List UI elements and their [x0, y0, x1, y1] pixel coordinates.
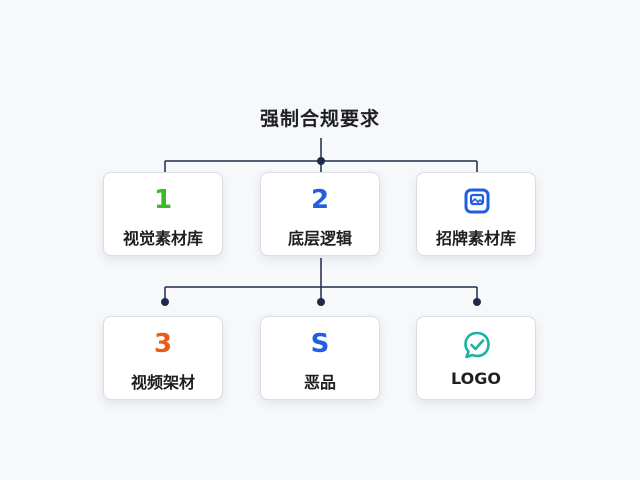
card-video-assets: 3 视频架材: [103, 316, 223, 400]
card-number-s: S: [310, 329, 330, 359]
card-visual-assets: 1 视觉素材库: [103, 172, 223, 256]
card-signboard-assets: 招牌素材库: [416, 172, 536, 256]
card-label-video-assets: 视频架材: [130, 373, 195, 392]
card-number-2: 2: [310, 185, 330, 215]
speech-bubble-check-icon: [464, 331, 490, 359]
junction-dot-right: [473, 298, 481, 306]
diagram-title: 强制合规要求: [259, 108, 380, 130]
junction-dot-top: [317, 157, 325, 165]
card-number-3: 3: [153, 329, 173, 359]
card-underlying-logic: 2 底层逻辑: [260, 172, 380, 256]
card-label-logo: LOGO: [451, 369, 501, 388]
card-label-underlying-logic: 底层逻辑: [287, 229, 352, 248]
card-bad-product: S 恶品: [260, 316, 380, 400]
card-label-signboard-assets: 招牌素材库: [435, 229, 516, 248]
card-number-1: 1: [153, 185, 173, 215]
junction-dot-left: [161, 298, 169, 306]
card-label-visual-assets: 视觉素材库: [122, 229, 203, 248]
junction-dot-center: [317, 298, 325, 306]
card-logo: LOGO: [416, 316, 536, 400]
image-frame-icon: [464, 188, 490, 214]
card-label-bad-product: 恶品: [303, 373, 336, 392]
